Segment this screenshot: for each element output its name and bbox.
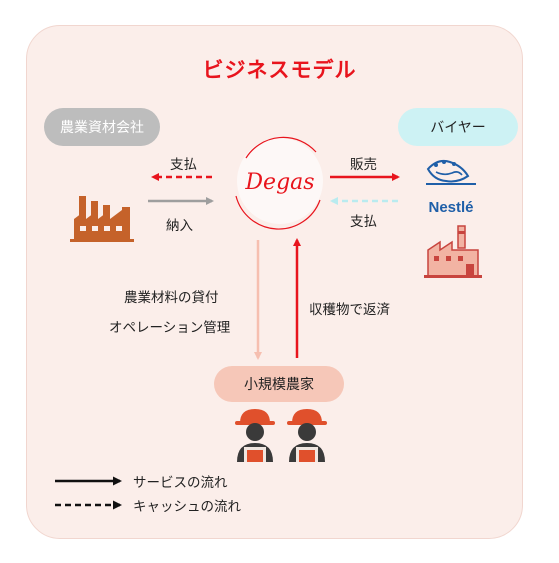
nestle-logo: Nestlé: [426, 159, 476, 216]
buyer-pay-label: 支払: [350, 214, 377, 230]
nestle-logo-text: Nestlé: [428, 199, 473, 216]
farmer-icon: [235, 409, 275, 462]
lend-label: 農業材料の貸付: [124, 290, 219, 306]
sales-label: 販売: [350, 157, 377, 173]
factory-icon: [70, 196, 134, 242]
farmer-icon: [287, 409, 327, 462]
farmer-node: 小規模農家: [214, 366, 344, 402]
degas-logo-text: Degas: [244, 170, 314, 195]
buyer-node: バイヤー: [398, 108, 518, 146]
repay-label: 収穫物で返済: [309, 302, 390, 318]
degas-logo: Degas: [235, 136, 323, 230]
buyer-factory-icon: [424, 225, 482, 278]
supplier-deliver-label: 納入: [166, 218, 193, 234]
supplier-node: 農業資材会社: [44, 108, 160, 146]
legend-cash-label: キャッシュの流れ: [133, 499, 241, 515]
legend-goods-label: サービスの流れ: [133, 475, 228, 491]
supplier-pay-label: 支払: [170, 157, 197, 173]
diagram-title: ビジネスモデル: [202, 58, 357, 82]
operation-label: オペレーション管理: [109, 320, 231, 336]
